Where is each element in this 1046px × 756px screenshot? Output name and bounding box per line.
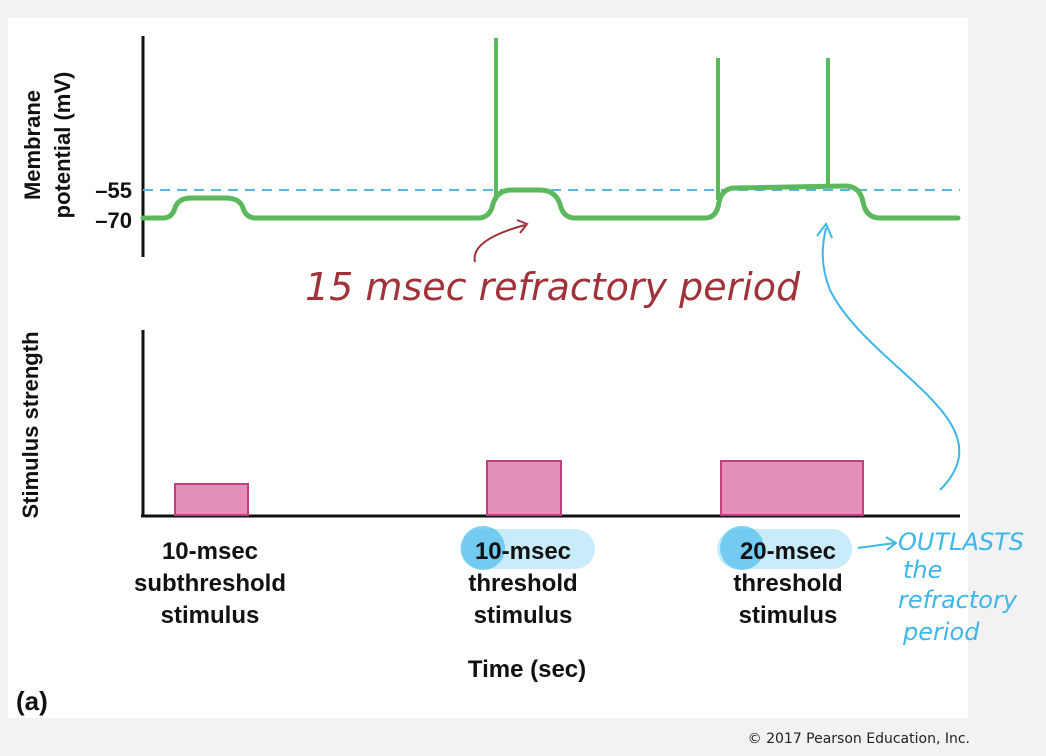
handwritten-side-arrow-head — [885, 536, 898, 551]
handwritten-curve-arrow-head — [816, 222, 833, 239]
annotation-text: 15 msec refractory period — [305, 265, 801, 309]
top-ylabel-line2: potential (mV) — [50, 72, 75, 219]
svg-text:subthreshold: subthreshold — [134, 570, 286, 597]
svg-text:stimulus: stimulus — [739, 602, 838, 629]
handwritten-line-1: OUTLASTS — [898, 528, 1024, 556]
handwritten-side-arrow — [857, 542, 896, 549]
svg-text:20-msec: 20-msec — [740, 538, 836, 565]
handwritten-curve-arrow — [821, 227, 961, 491]
handwritten-line-4: period — [902, 618, 980, 646]
svg-text:threshold: threshold — [733, 570, 842, 597]
handwritten-annotation: OUTLASTS the refractory period — [816, 222, 1024, 646]
top-ylabel-line1: Membrane — [20, 90, 45, 200]
svg-text:10-msec: 10-msec — [162, 538, 258, 565]
bottom-xlabel: Time (sec) — [468, 656, 586, 683]
annotation-arrow-head — [516, 219, 529, 234]
svg-text:stimulus: stimulus — [161, 602, 260, 629]
svg-text:stimulus: stimulus — [474, 602, 573, 629]
svg-text:10-msec: 10-msec — [475, 538, 571, 565]
refractory-annotation: 15 msec refractory period — [305, 219, 801, 309]
annotation-arrow — [473, 224, 526, 263]
panel-label: (a) — [16, 686, 48, 716]
tick-label-minus70: –70 — [95, 208, 132, 233]
handwritten-line-3: refractory — [898, 586, 1018, 614]
stimulus-label-3: 20-msec threshold stimulus — [733, 538, 842, 629]
highlight-dot-stimulus-3 — [720, 526, 764, 570]
copyright-text: © 2017 Pearson Education, Inc. — [748, 731, 970, 747]
stimulus-label-1: 10-msec subthreshold stimulus — [134, 538, 286, 629]
stimulus-bar-3 — [720, 460, 864, 516]
stimulus-bar-2 — [486, 460, 562, 516]
svg-text:threshold: threshold — [468, 570, 577, 597]
stimulus-bar-1 — [174, 483, 249, 516]
bottom-ylabel: Stimulus strength — [18, 331, 43, 518]
stimulus-label-2: 10-msec threshold stimulus — [468, 538, 577, 629]
handwritten-line-2: the — [903, 556, 942, 584]
membrane-potential-plot: –55 –70 Membrane potential (mV) — [20, 36, 961, 257]
stimulus-strength-plot: Stimulus strength — [18, 330, 960, 519]
tick-label-minus55: –55 — [95, 178, 132, 203]
highlight-dot-stimulus-2 — [461, 526, 505, 570]
figure-panel — [8, 18, 968, 718]
